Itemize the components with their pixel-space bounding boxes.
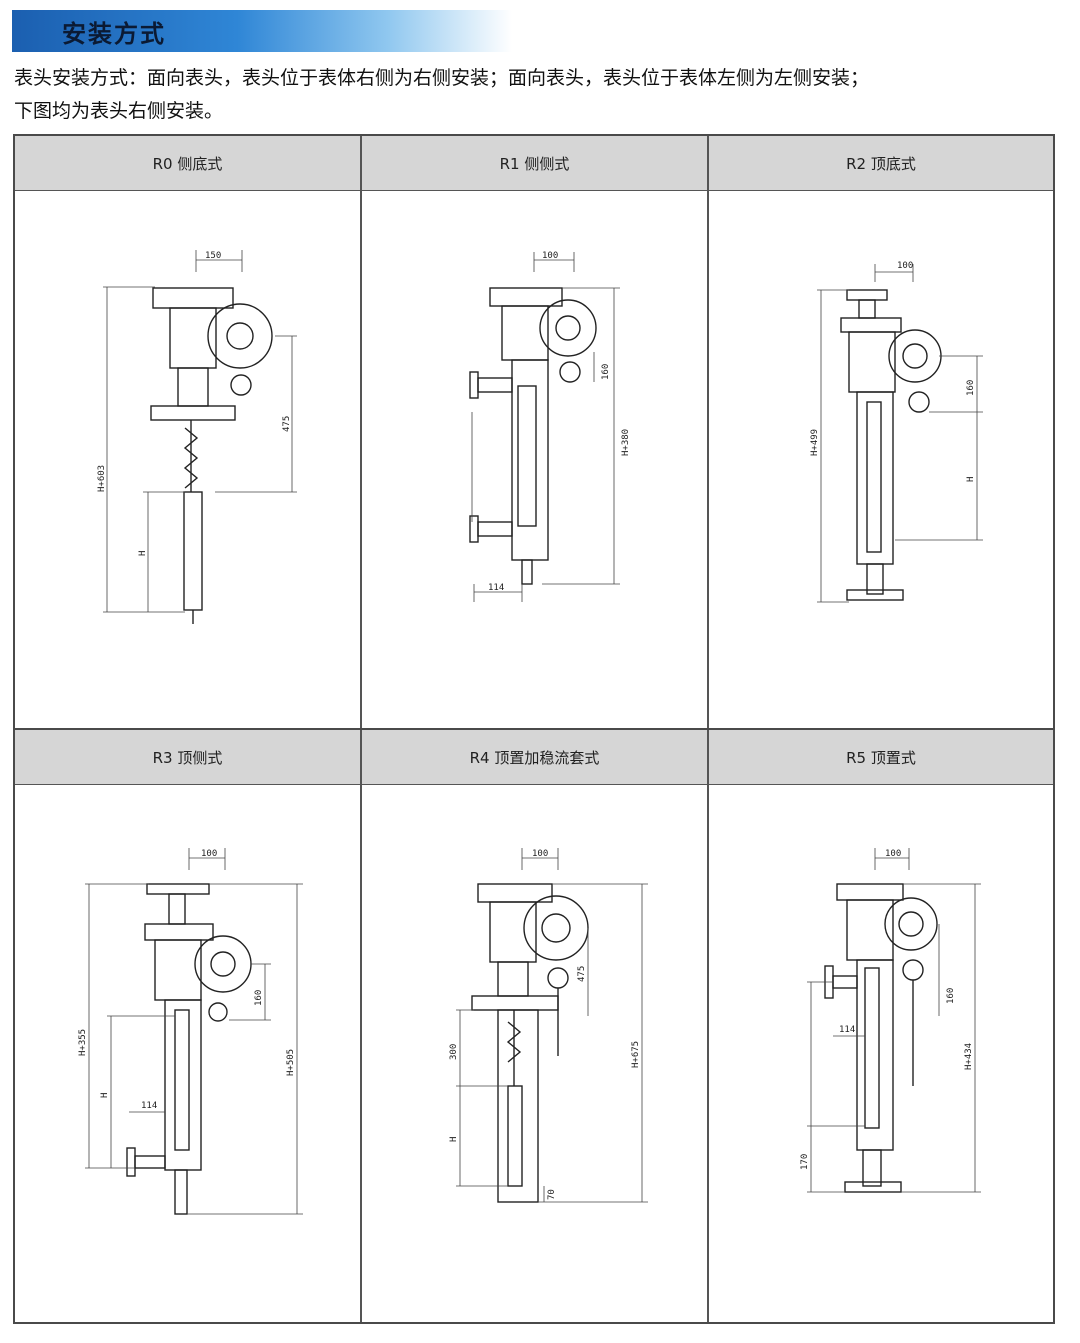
intro-text: 表头安装方式：面向表头，表头位于表体右侧为右侧安装；面向表头，表头位于表体左侧为… — [14, 62, 1070, 128]
r2-drawing: 100 H+499 160 H — [810, 261, 983, 603]
cell-title-r2: R2 顶底式 — [709, 136, 1053, 191]
r2-dim-d: H — [966, 477, 976, 482]
r4-dim-b: 475 — [577, 966, 587, 982]
r0-dim-a: 150 — [205, 251, 221, 261]
r3-dim-d: H+505 — [286, 1049, 296, 1076]
r4-gauge-head — [523, 895, 589, 961]
r5-dim-a: 100 — [885, 849, 901, 859]
installation-grid: R0 侧底式 R1 侧侧式 R2 顶底式 R3 顶侧式 R4 顶置加稳流套式 R… — [13, 134, 1055, 1324]
r0-flange-bottom — [150, 405, 236, 421]
r3-dim-e: H — [100, 1093, 110, 1098]
r1-dim-d: 114 — [488, 583, 504, 593]
r2-body — [856, 391, 894, 565]
r0-drawing: 150 H+603 475 H — [97, 250, 297, 624]
r0-float-chamber — [183, 491, 203, 611]
r3-dim-c: 160 — [254, 990, 264, 1006]
r1-flange-top — [489, 287, 563, 307]
cell-title-r3: R3 顶侧式 — [15, 730, 360, 785]
r0-flange-top — [152, 287, 234, 309]
r3-dim-f: 114 — [141, 1101, 157, 1111]
r1-gauge-head — [539, 299, 597, 357]
r1-dim-c: H+380 — [621, 429, 631, 456]
r4-stilling-well — [497, 1009, 539, 1203]
r1-dim-b: 160 — [601, 364, 611, 380]
r2-flange-top — [840, 317, 902, 333]
r5-drawing: 100 160 H+434 114 170 — [800, 848, 981, 1193]
r4-dim-f: 70 — [547, 1189, 557, 1200]
r2-dim-a: 100 — [897, 261, 913, 271]
r0-dim-d: H — [138, 551, 148, 556]
cell-title-r4: R4 顶置加稳流套式 — [362, 730, 707, 785]
r5-gauge-head — [884, 897, 938, 951]
r5-dim-c: H+434 — [964, 1043, 974, 1070]
r5-body — [856, 959, 894, 1151]
r0-dim-c: 475 — [282, 416, 292, 432]
r4-dim-c: 300 — [449, 1044, 459, 1060]
r4-dim-d: H+675 — [631, 1041, 641, 1068]
r2-dim-c: 160 — [966, 380, 976, 396]
r4-drawing: 100 475 300 H+675 H 70 — [449, 848, 648, 1203]
r3-dim-a: 100 — [201, 849, 217, 859]
r3-flange-top — [144, 923, 214, 941]
cell-title-r1: R1 侧侧式 — [362, 136, 707, 191]
r3-gauge-head — [194, 935, 252, 993]
r1-dim-a: 100 — [542, 251, 558, 261]
r3-drawing: 100 H+355 160 H+505 H 114 — [78, 848, 303, 1215]
intro-line-1: 表头安装方式：面向表头，表头位于表体右侧为右侧安装；面向表头，表头位于表体左侧为… — [14, 67, 870, 89]
section-banner — [12, 10, 512, 52]
r1-drawing: 100 160 H+380 114 — [469, 251, 631, 602]
r4-flange-mid — [471, 995, 559, 1011]
r4-dim-e: H — [449, 1137, 459, 1142]
r2-dim-b: H+499 — [810, 429, 820, 456]
r3-dim-b: H+355 — [78, 1029, 88, 1056]
r0-dim-b: H+603 — [97, 465, 107, 492]
r5-dim-e: 170 — [800, 1154, 810, 1170]
r0-gauge-head — [207, 303, 273, 369]
cell-title-r0: R0 侧底式 — [15, 136, 360, 191]
section-title: 安装方式 — [62, 19, 166, 48]
r3-body — [164, 999, 202, 1171]
r4-dim-a: 100 — [532, 849, 548, 859]
r5-flange-top — [836, 883, 904, 901]
r5-dim-d: 114 — [839, 1025, 855, 1035]
grid-divider — [15, 728, 1053, 730]
r2-gauge-head — [888, 329, 942, 383]
intro-line-2: 下图均为表头右侧安装。 — [14, 100, 224, 122]
cell-title-r5: R5 顶置式 — [709, 730, 1053, 785]
r5-dim-b: 160 — [946, 988, 956, 1004]
